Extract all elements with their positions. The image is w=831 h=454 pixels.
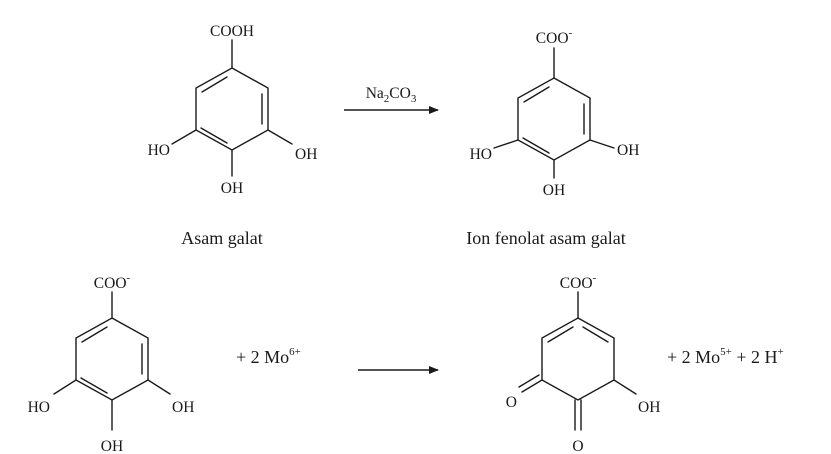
- bond-oh-right: [613, 379, 637, 395]
- label-oh-right: OH: [617, 142, 639, 159]
- label-oh-right: OH: [172, 399, 194, 416]
- double-bond-inner: [522, 137, 550, 154]
- bond-oh-right: [589, 139, 615, 149]
- double-bond-inner: [201, 76, 228, 93]
- double-bond-inner: [81, 326, 108, 343]
- label-coo-minus: COO-: [560, 272, 597, 292]
- label-o-left: O: [506, 394, 517, 411]
- label-ho-left: HO: [148, 142, 170, 159]
- bond-oh-left: [53, 379, 77, 395]
- gallic-acid-structure: COOH HO OH OH: [148, 23, 318, 197]
- bond-oh-right: [147, 379, 171, 395]
- benzene-ring: [517, 77, 591, 161]
- quinone-product-structure: COO- O OH O: [506, 272, 661, 454]
- benzene-ring: [75, 317, 149, 401]
- caption-gallic-acid: Asam galat: [181, 228, 262, 248]
- label-oh-bottom: OH: [221, 180, 243, 197]
- bond-oh-left: [171, 129, 197, 145]
- double-bond-inner: [582, 326, 609, 343]
- double-bond-inner: [547, 326, 574, 343]
- label-ho-left: HO: [28, 399, 50, 416]
- label-ho-left: HO: [470, 146, 492, 163]
- carbonyl-left: [521, 379, 543, 393]
- bond-oh-right: [267, 129, 293, 145]
- label-oh-bottom: OH: [543, 182, 565, 199]
- phenolate-reactant-structure: COO- HO OH OH: [28, 272, 195, 454]
- reagent-sodium-carbonate: Na2CO3: [366, 85, 417, 105]
- term-mo5-h: + 2 Mo5+ + 2 H+: [667, 346, 784, 367]
- reaction-arrow-1: Na2CO3: [344, 85, 439, 114]
- label-oh-bottom: OH: [101, 438, 123, 454]
- double-bond-inner: [523, 86, 550, 103]
- double-bond-inner: [200, 127, 228, 144]
- benzene-ring: [195, 67, 269, 151]
- term-mo6: + 2 Mo6+: [236, 346, 301, 367]
- label-oh-right: OH: [295, 146, 317, 163]
- double-bond-inner: [80, 377, 108, 394]
- phenolate-ion-structure: COO- HO OH OH: [470, 27, 640, 199]
- bond-oh-left: [493, 139, 519, 149]
- caption-phenolate-ion: Ion fenolat asam galat: [466, 228, 625, 248]
- label-cooh: COOH: [210, 23, 254, 40]
- label-coo-minus: COO-: [94, 272, 131, 292]
- label-oh-right: OH: [638, 399, 660, 416]
- label-coo-minus: COO-: [536, 27, 573, 47]
- quinone-ring: [541, 317, 615, 401]
- label-o-bottom: O: [572, 438, 583, 454]
- carbonyl-left: [518, 374, 540, 388]
